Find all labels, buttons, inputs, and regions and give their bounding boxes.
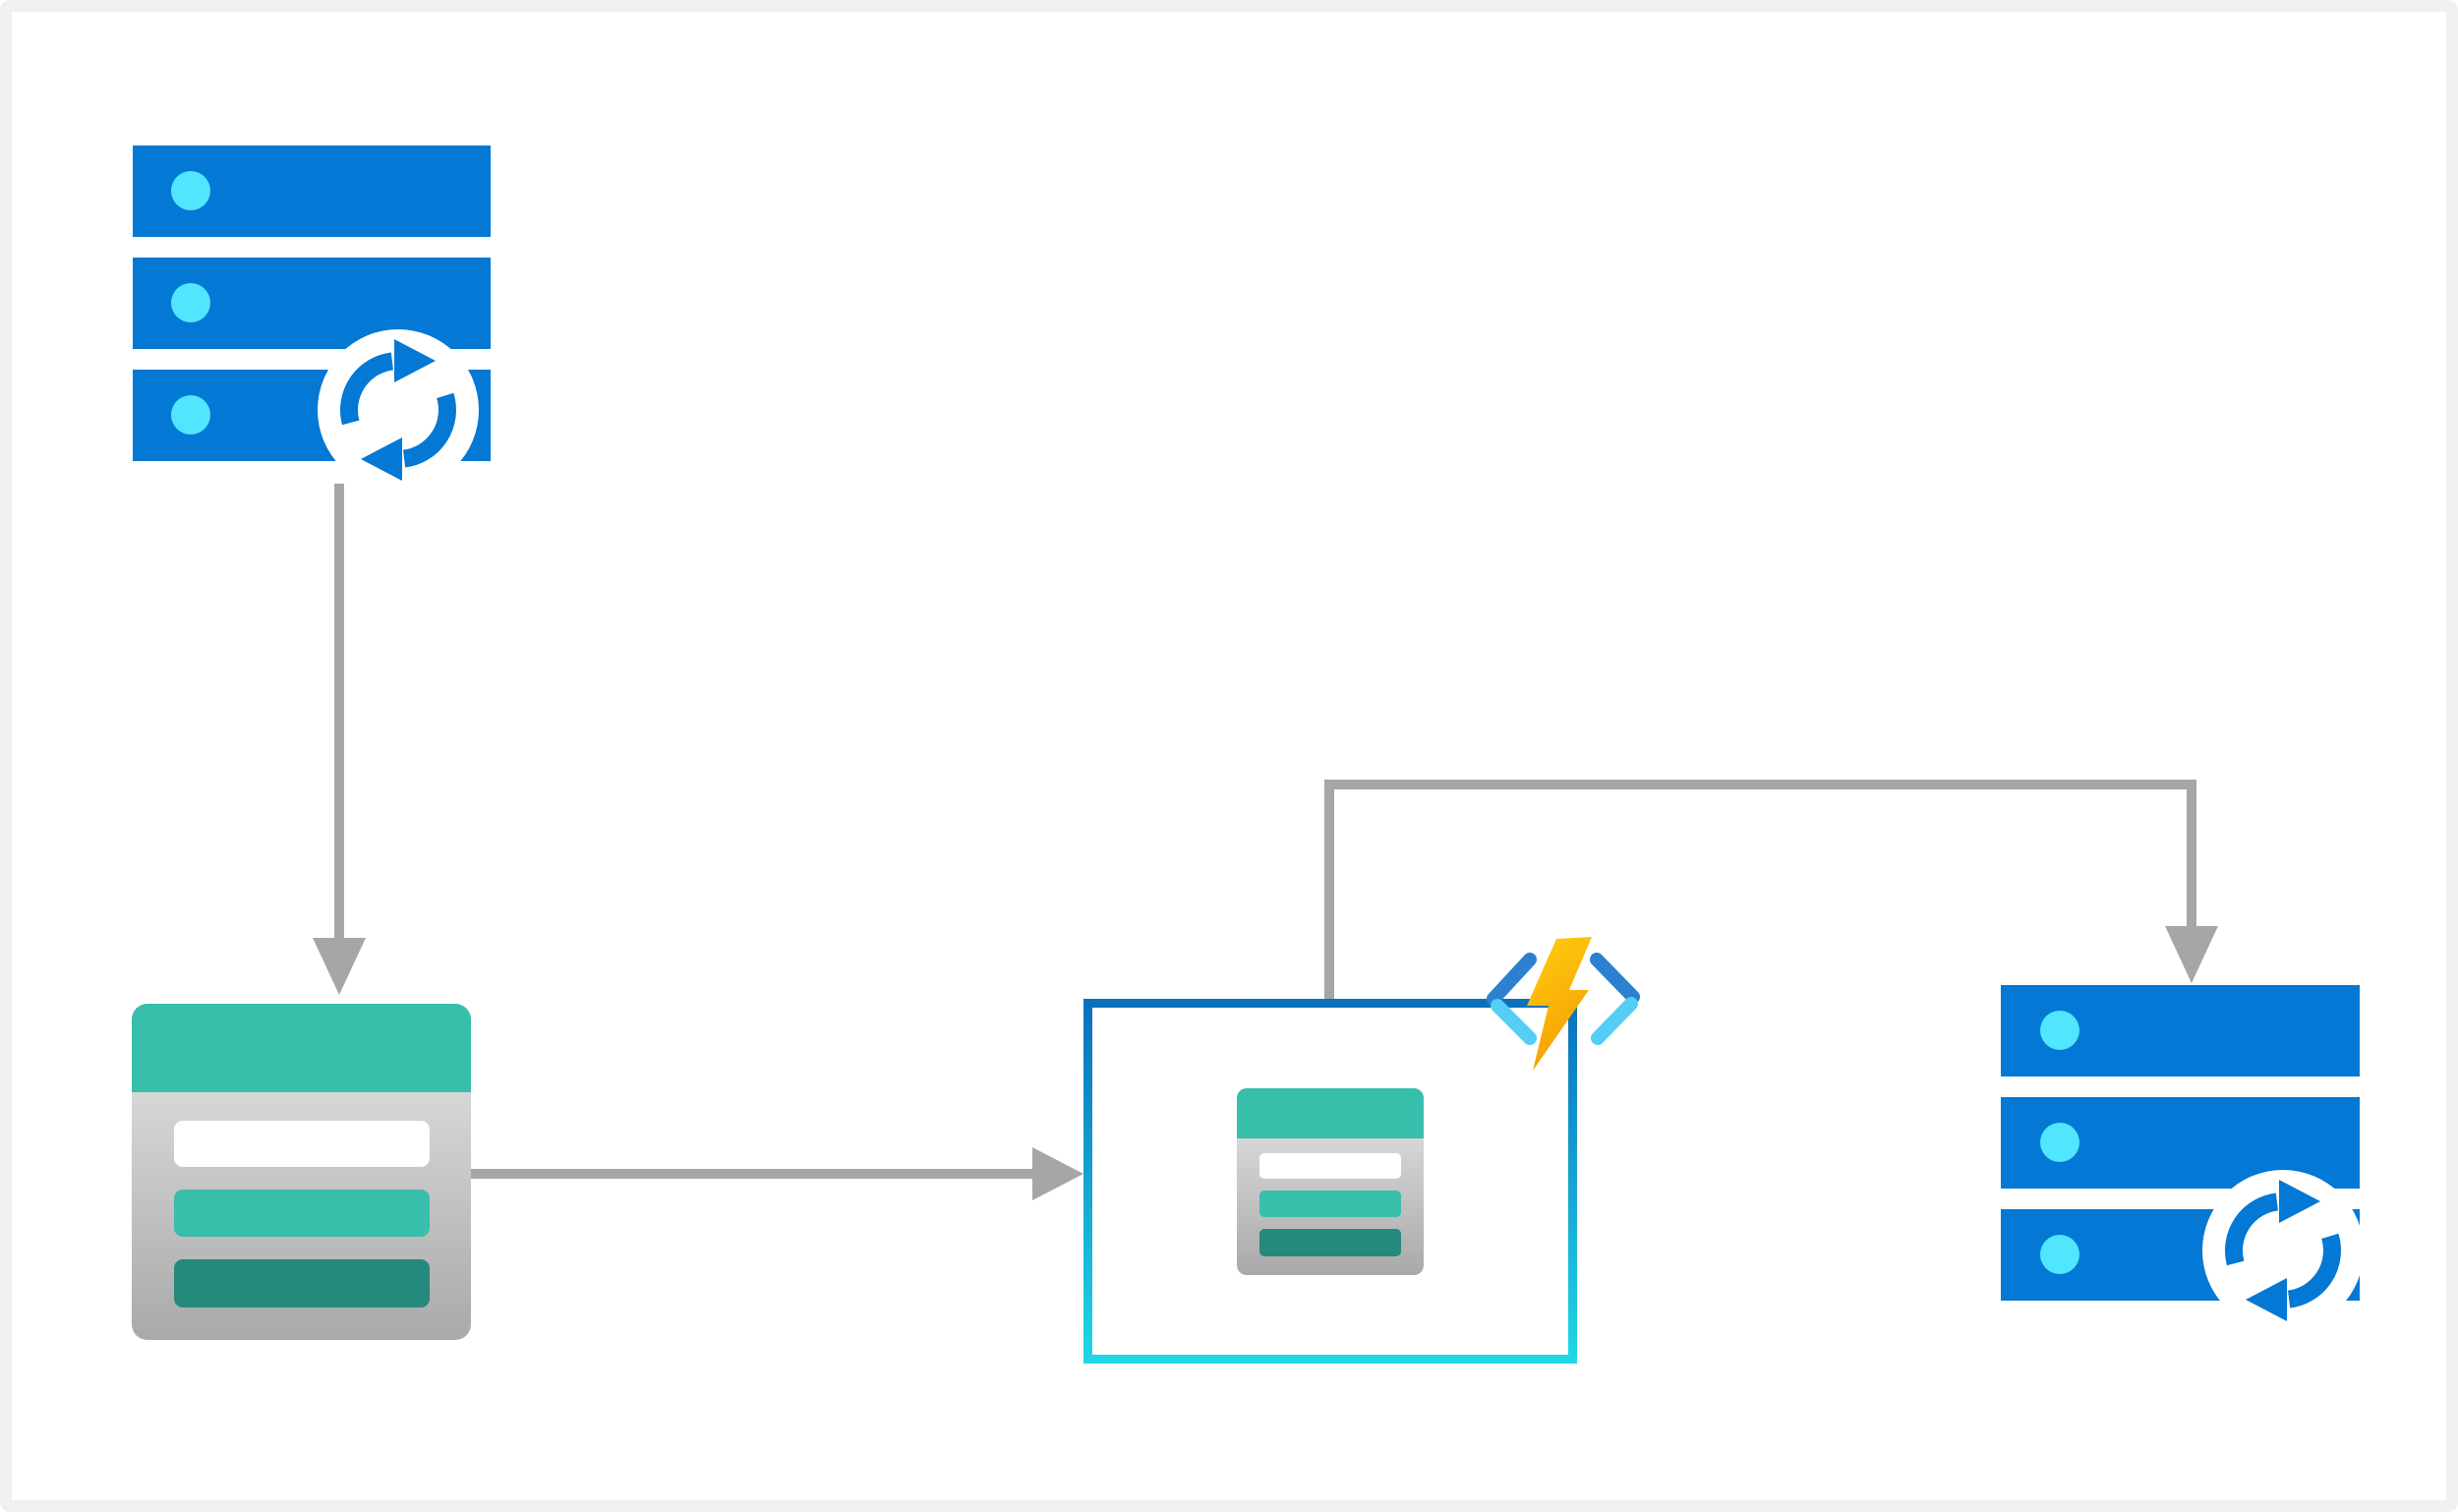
server-led-icon	[2040, 1235, 2079, 1274]
server-led-icon	[171, 171, 210, 210]
lightning-bolt-icon	[1527, 937, 1592, 1071]
connector-line	[1324, 785, 1334, 1000]
server-led-icon	[2040, 1011, 2079, 1050]
table-row	[174, 1121, 430, 1167]
function-box-body	[1092, 1008, 1568, 1355]
table-header	[1237, 1088, 1424, 1138]
table-row	[1259, 1191, 1401, 1217]
server-bar	[133, 258, 491, 349]
chevron-left-dark	[1487, 953, 1537, 1006]
server-led-icon	[2040, 1123, 2079, 1162]
table-header	[132, 1004, 471, 1092]
connector-line	[1324, 780, 2196, 789]
server-led-icon	[171, 283, 210, 322]
chevron-left-light	[1491, 999, 1537, 1045]
chevron-right-dark	[1590, 953, 1640, 1004]
server-bar	[2001, 985, 2360, 1076]
table-row	[174, 1259, 430, 1308]
table-row	[174, 1190, 430, 1237]
connector-line	[471, 1169, 1034, 1179]
server-led-icon	[171, 395, 210, 435]
arrowhead-right-icon	[1032, 1147, 1083, 1200]
table-row	[1259, 1229, 1401, 1256]
sync-icon	[2199, 1167, 2367, 1334]
source-table-node	[132, 1004, 471, 1340]
staging-table-icon	[1237, 1088, 1424, 1275]
connector-line	[334, 484, 344, 939]
function-staging-box-node	[1083, 999, 1577, 1364]
connector-line	[2187, 780, 2196, 929]
server-bar	[133, 145, 491, 237]
chevron-right-light	[1591, 997, 1638, 1045]
azure-functions-lightning-icon	[1487, 937, 1640, 1071]
arrowhead-down-icon	[313, 938, 366, 995]
sync-icon	[315, 326, 482, 494]
arrowhead-down-icon	[2165, 926, 2218, 983]
table-row	[1259, 1153, 1401, 1179]
